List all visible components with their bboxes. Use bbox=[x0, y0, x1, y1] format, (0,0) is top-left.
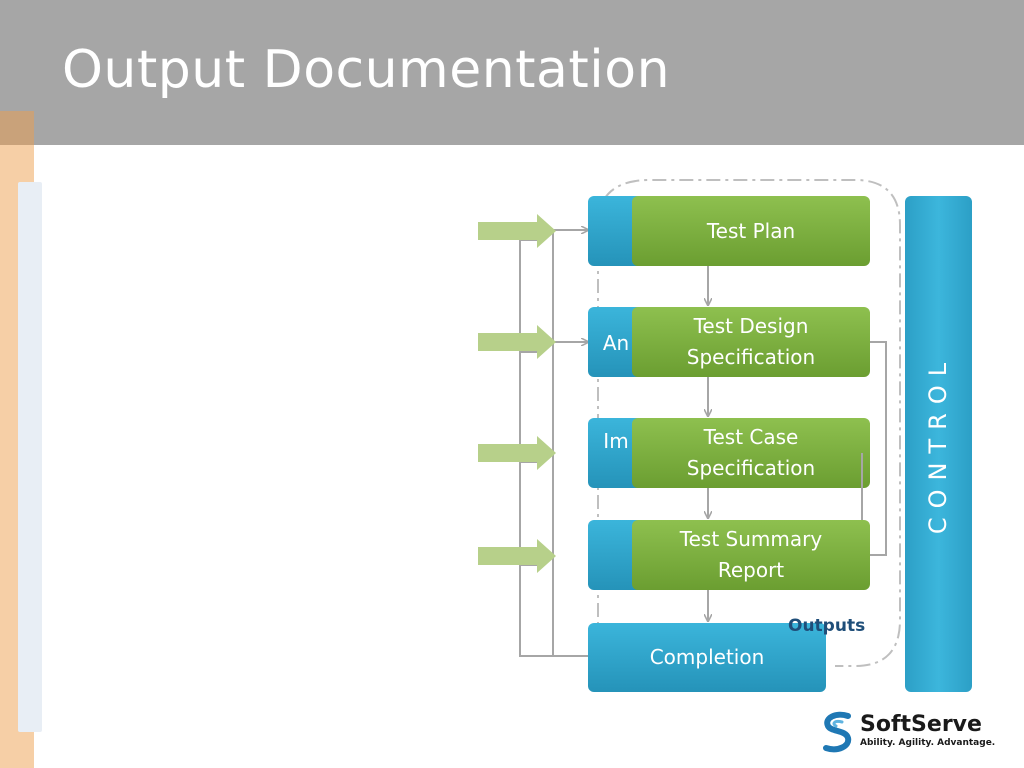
output-test-design-line2: Specification bbox=[686, 345, 816, 369]
softserve-logo-icon bbox=[823, 711, 852, 753]
phase-label-2: An bbox=[602, 330, 630, 355]
right-connectors bbox=[861, 341, 887, 556]
title-bar bbox=[0, 0, 1024, 145]
output-test-design-line1: Test Design bbox=[693, 314, 809, 338]
logo-tagline: Ability. Agility. Advantage. bbox=[860, 738, 996, 748]
output-box-test-summary bbox=[632, 520, 870, 590]
output-test-plan-line1: Test Plan bbox=[706, 218, 796, 243]
output-test-summary-line2: Report bbox=[717, 558, 785, 582]
softserve-logo: SoftServe Ability. Agility. Advantage. bbox=[818, 708, 995, 756]
output-box-test-plan bbox=[632, 196, 870, 266]
phase-label-3: Im bbox=[603, 428, 629, 453]
output-box-test-case bbox=[632, 418, 870, 488]
phase-label-completion: Completion bbox=[649, 644, 765, 669]
outputs-boundary bbox=[597, 179, 901, 667]
output-test-design: Test Design Specification bbox=[632, 307, 870, 377]
logo-name: SoftServe bbox=[860, 712, 982, 737]
input-arrow-3 bbox=[478, 436, 556, 470]
output-test-case: Test Case Specification bbox=[632, 418, 870, 488]
output-test-case-line2: Specification bbox=[686, 456, 816, 480]
input-arrow-2 bbox=[478, 325, 556, 359]
input-arrows bbox=[478, 214, 556, 573]
control-label-wrap: CONTROL bbox=[905, 196, 972, 692]
output-test-case-line1: Test Case bbox=[703, 425, 799, 449]
feedback-lines bbox=[519, 230, 588, 657]
output-test-summary-line1: Test Summary bbox=[679, 527, 823, 551]
output-test-plan: Test Plan bbox=[632, 196, 870, 266]
output-box-test-design bbox=[632, 307, 870, 377]
input-arrow-4 bbox=[478, 539, 556, 573]
control-label: CONTROL bbox=[924, 353, 953, 535]
accent-square bbox=[0, 111, 34, 145]
side-panel bbox=[18, 182, 42, 732]
control-bar bbox=[905, 196, 972, 692]
output-boxes bbox=[632, 196, 870, 590]
outputs-label: Outputs bbox=[788, 616, 866, 636]
input-arrow-1 bbox=[478, 214, 556, 248]
output-test-summary: Test Summary Report bbox=[632, 520, 870, 590]
slide-title: Output Documentation bbox=[62, 40, 671, 100]
phase-box-completion bbox=[588, 623, 826, 692]
